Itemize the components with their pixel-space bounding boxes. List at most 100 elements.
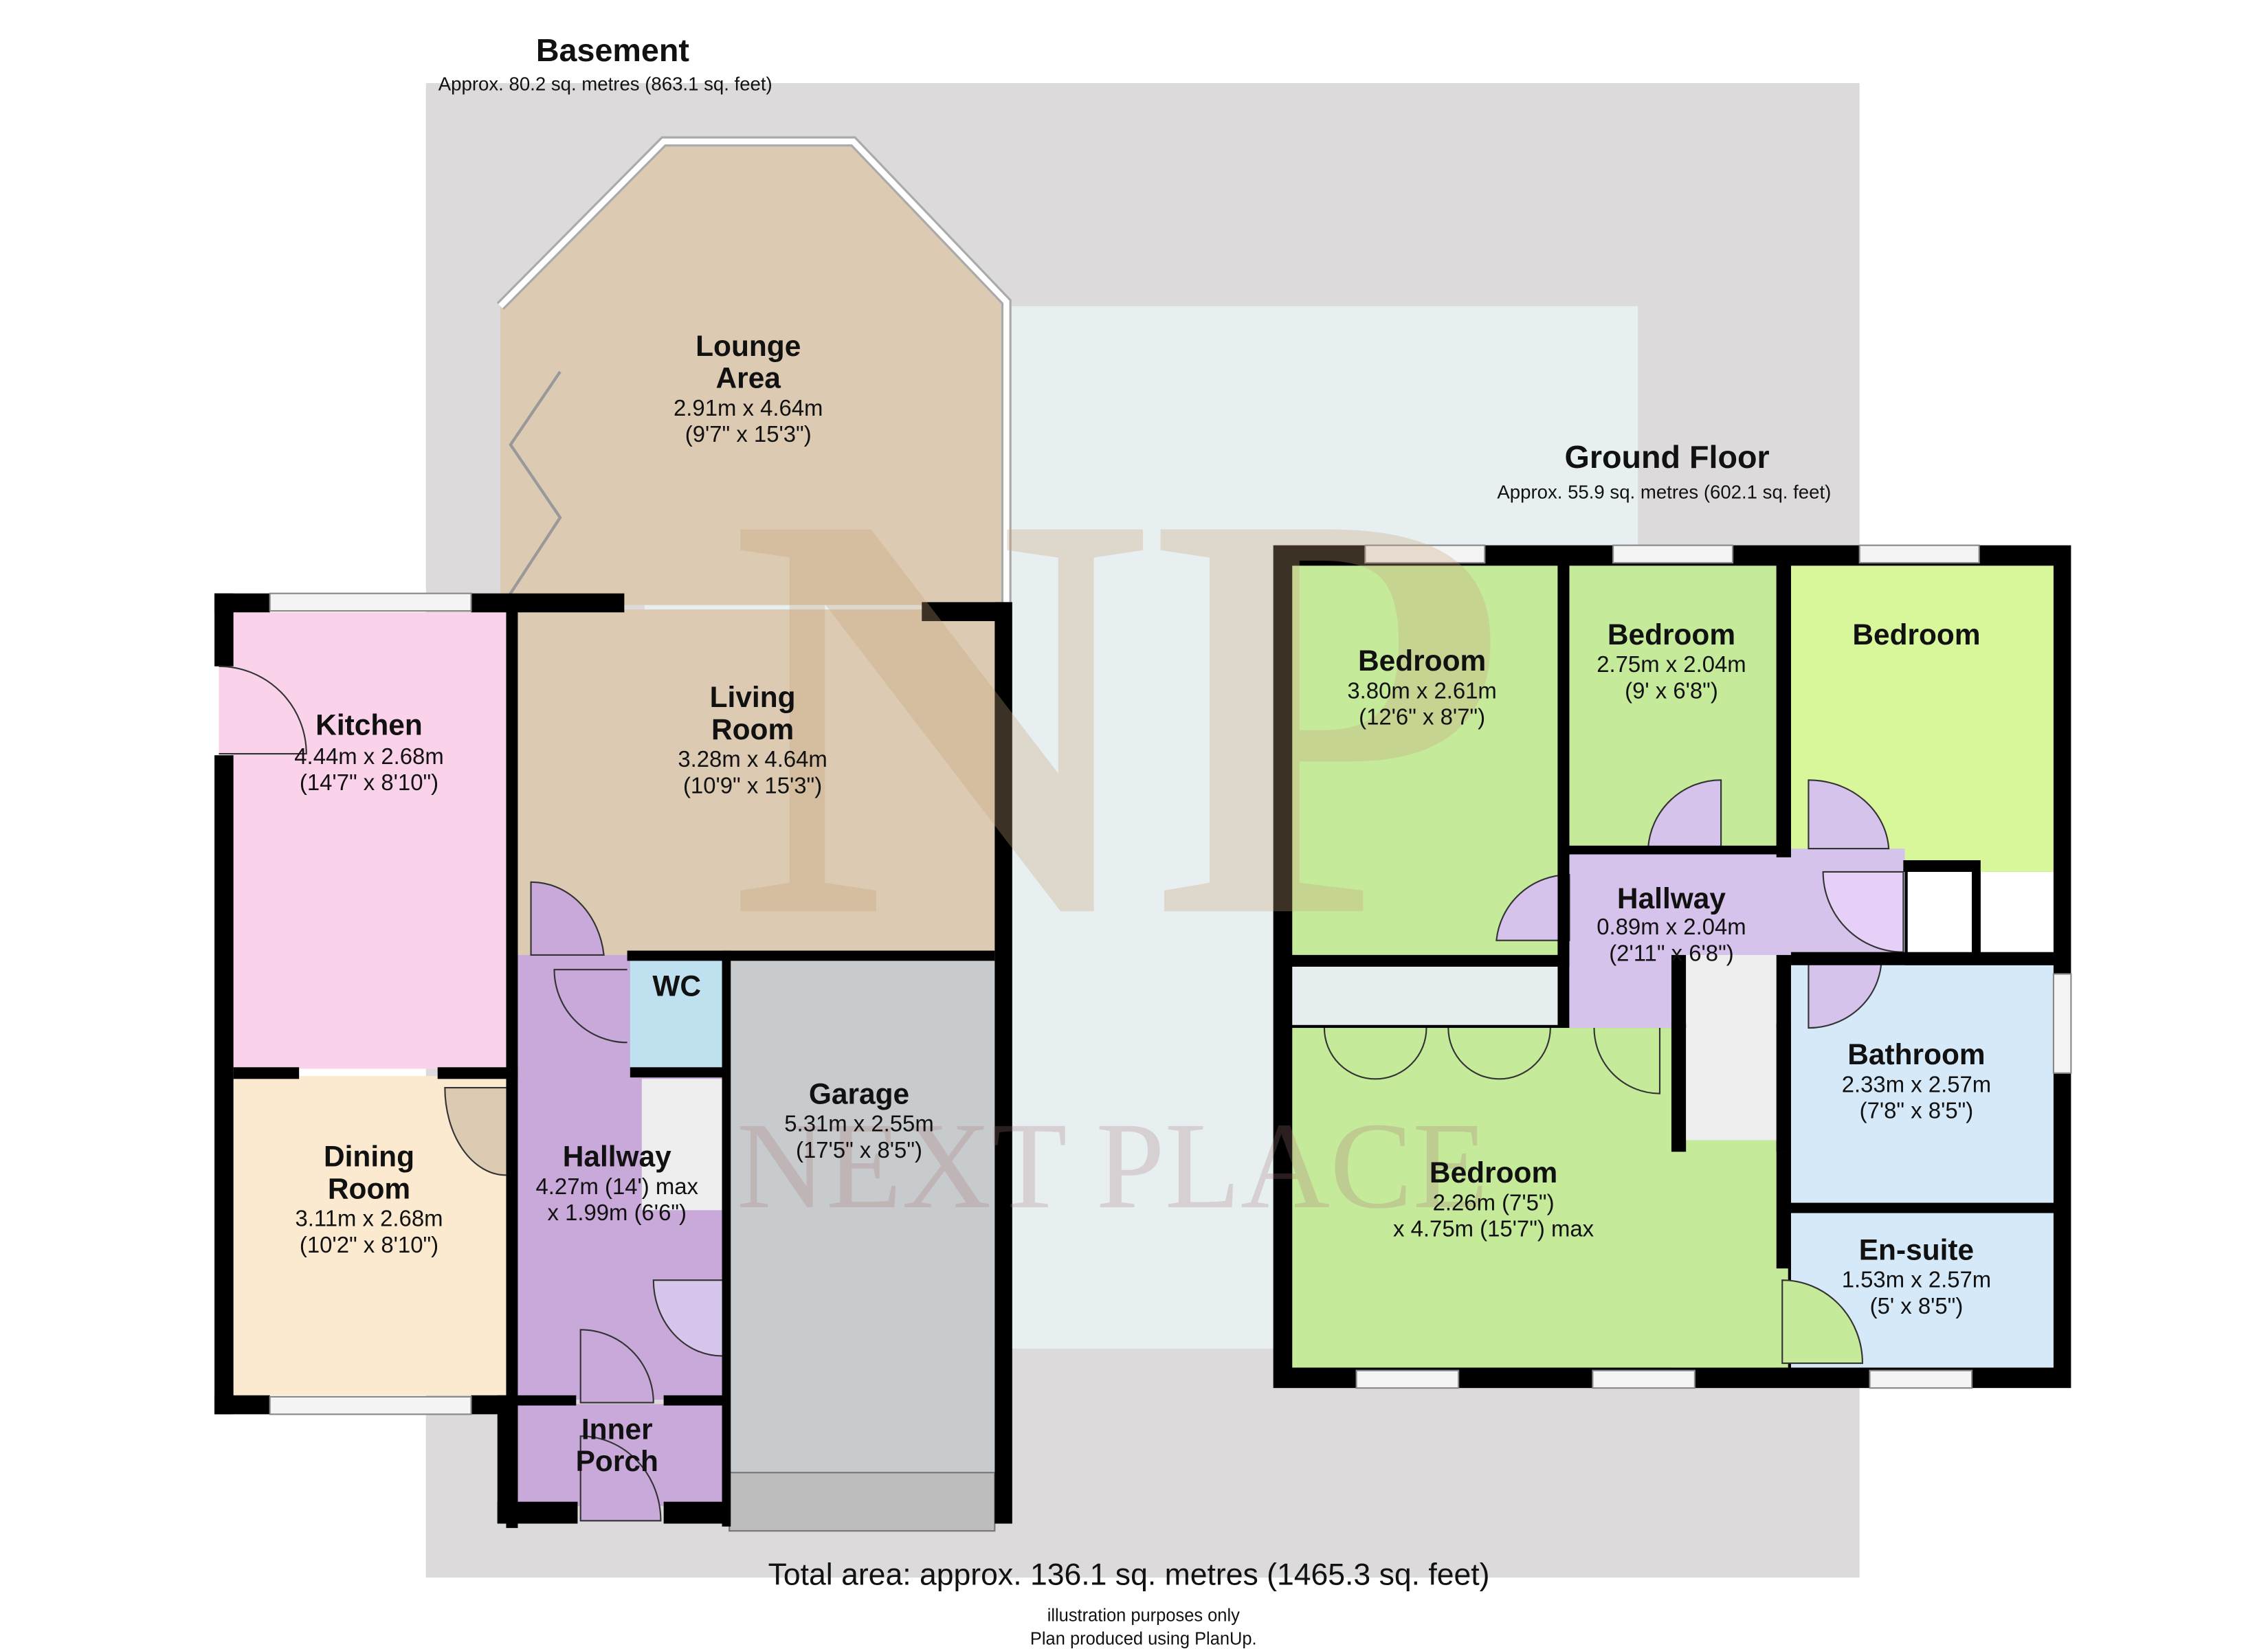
- total-area: Total area: approx. 136.1 sq. metres (14…: [768, 1558, 1490, 1592]
- watermark-text: NEXT PLACE: [737, 1097, 1489, 1235]
- kitchen-window: [269, 592, 472, 612]
- room-name: Garage: [809, 1077, 909, 1110]
- living-room-label: Living Room 3.28m x 4.64m (10'9" x 15'3"…: [678, 681, 827, 798]
- bedroom-3-door: [1808, 779, 1890, 850]
- planup-note: Plan produced using PlanUp.: [1030, 1630, 1257, 1649]
- room-dimensions-imperial: (14'7" x 8'10"): [300, 770, 438, 795]
- ensuite-label: En-suite 1.53m x 2.57m (5' x 8'5"): [1842, 1233, 1991, 1319]
- bedroom-3-label: Bedroom: [1852, 618, 1980, 651]
- ground-hallway-label: Hallway 0.89m x 2.04m (2'11" x 6'8"): [1597, 882, 1746, 965]
- room-dimensions: 3.80m x 2.61m: [1347, 677, 1496, 703]
- dining-window: [269, 1395, 472, 1415]
- kitchen-room: [230, 612, 508, 1069]
- room-name: En-suite: [1859, 1233, 1974, 1266]
- stairs: [641, 1079, 722, 1211]
- room-name: Lounge: [696, 330, 801, 362]
- stairs-wall: [1671, 954, 1687, 1152]
- front-door: [579, 1435, 662, 1522]
- garage-door-inner: [652, 1279, 722, 1357]
- bedroom-4-label: Bedroom 2.26m (7'5") x 4.75m (15'7") max: [1393, 1156, 1594, 1242]
- wardrobe-doors: [1323, 1028, 1661, 1095]
- room-dimensions: 2.33m x 2.57m: [1842, 1071, 1991, 1097]
- ground-floor-title: Ground Floor: [1565, 439, 1770, 475]
- illustration-note: illustration purposes only: [1047, 1606, 1240, 1626]
- lounge-area-room: [500, 141, 1007, 605]
- window-4: [1355, 1369, 1460, 1389]
- living-room: [518, 609, 995, 955]
- lounge-label: Lounge Area 2.91m x 4.64m (9'7" x 15'3"): [674, 330, 823, 447]
- basement-plan: [214, 136, 1012, 1532]
- wc-door: [553, 969, 627, 1044]
- basement-area: Approx. 80.2 sq. metres (863.1 sq. feet): [438, 74, 772, 95]
- room-name: Area: [716, 361, 781, 394]
- room-name: Room: [328, 1172, 410, 1204]
- room-dimensions: 4.44m x 2.68m: [294, 743, 443, 769]
- room-name: Porch: [576, 1445, 658, 1477]
- garage-label: Garage 5.31m x 2.55m (17'5" x 8'5"): [784, 1077, 933, 1163]
- cupboard-door: [1822, 871, 1904, 953]
- bedroom-1-room: [1292, 565, 1558, 955]
- porch-door: [579, 1329, 654, 1404]
- room-name: Inner: [581, 1413, 653, 1445]
- room-dimensions-imperial: (10'2" x 8'10"): [300, 1232, 438, 1257]
- room-dimensions-imperial: x 1.99m (6'6"): [548, 1200, 687, 1225]
- dining-room-label: Dining Room 3.11m x 2.68m (10'2" x 8'10"…: [295, 1141, 443, 1257]
- window-7: [2052, 973, 2072, 1074]
- room-dimensions: 2.91m x 4.64m: [674, 395, 823, 420]
- room-dimensions: 0.89m x 2.04m: [1597, 914, 1746, 939]
- room-dimensions-imperial: (9' x 6'8"): [1625, 677, 1718, 703]
- room-dimensions: 5.31m x 2.55m: [784, 1111, 933, 1136]
- room-dimensions: 1.53m x 2.57m: [1842, 1267, 1991, 1292]
- watermark-logo: NP: [729, 392, 1507, 1037]
- basement-walls: [214, 593, 1012, 1528]
- basement-title: Basement: [536, 32, 689, 68]
- room-name: Room: [711, 713, 794, 745]
- wc-label: WC: [652, 969, 701, 1002]
- bay-window-inner: [498, 138, 1010, 605]
- bathroom-door: [1808, 954, 1882, 1029]
- garage-door-area: [729, 1472, 996, 1532]
- bifold-door: [506, 370, 562, 599]
- room-dimensions-imperial: (10'9" x 15'3"): [683, 772, 822, 798]
- room-name: Bathroom: [1847, 1038, 1985, 1070]
- room-dimensions-imperial: (7'8" x 8'5"): [1860, 1098, 1974, 1123]
- bathroom-label: Bathroom 2.33m x 2.57m (7'8" x 8'5"): [1842, 1038, 1991, 1123]
- garage-room: [729, 959, 995, 1473]
- room-dimensions-imperial: (9'7" x 15'3"): [685, 421, 812, 447]
- room-dimensions: 2.26m (7'5"): [1433, 1189, 1555, 1215]
- room-dimensions-imperial: (2'11" x 6'8"): [1609, 940, 1733, 965]
- bedroom-2-label: Bedroom 2.75m x 2.04m (9' x 6'8"): [1597, 618, 1746, 704]
- window-3: [1858, 544, 1980, 564]
- hallway-label: Hallway 4.27m (14') max x 1.99m (6'6"): [536, 1141, 699, 1226]
- room-name: Hallway: [1617, 882, 1726, 915]
- hallway-door: [530, 881, 605, 956]
- window-6: [1869, 1369, 1973, 1389]
- room-dimensions: 3.11m x 2.68m: [295, 1206, 443, 1231]
- room-name: Living: [710, 681, 796, 713]
- room-name: Hallway: [563, 1141, 671, 1173]
- window-1: [1364, 544, 1486, 564]
- cupboard-2: [1980, 871, 2054, 955]
- bedroom-1-door: [1496, 874, 1570, 941]
- room-dimensions-imperial: (5' x 8'5"): [1870, 1293, 1964, 1319]
- hall-extension: [1569, 954, 1671, 1029]
- room-dimensions-imperial: (17'5" x 8'5"): [796, 1137, 922, 1163]
- window-2: [1612, 544, 1734, 564]
- kitchen-door: [219, 665, 307, 755]
- kitchen-label: Kitchen 4.44m x 2.68m (14'7" x 8'10"): [294, 708, 443, 795]
- ensuite-door: [1781, 1279, 1864, 1365]
- room-dimensions-imperial: (12'6" x 8'7"): [1359, 704, 1485, 730]
- ground-floor-plan: [1273, 544, 2072, 1389]
- room-dimensions: 4.27m (14') max: [536, 1174, 699, 1199]
- ground-interior-walls: [1292, 565, 2054, 1269]
- bedroom-4-lower: [1671, 1152, 1788, 1368]
- room-dimensions: 3.28m x 4.64m: [678, 746, 827, 772]
- room-name: Bedroom: [1430, 1156, 1557, 1189]
- room-name: Bedroom: [1358, 644, 1486, 677]
- room-dimensions: 2.75m x 2.04m: [1597, 651, 1746, 677]
- bedroom-1-label: Bedroom 3.80m x 2.61m (12'6" x 8'7"): [1347, 644, 1496, 730]
- wc-room: [630, 959, 722, 1069]
- bedroom-2-door: [1647, 779, 1722, 850]
- ground-floor-area: Approx. 55.9 sq. metres (602.1 sq. feet): [1497, 482, 1831, 503]
